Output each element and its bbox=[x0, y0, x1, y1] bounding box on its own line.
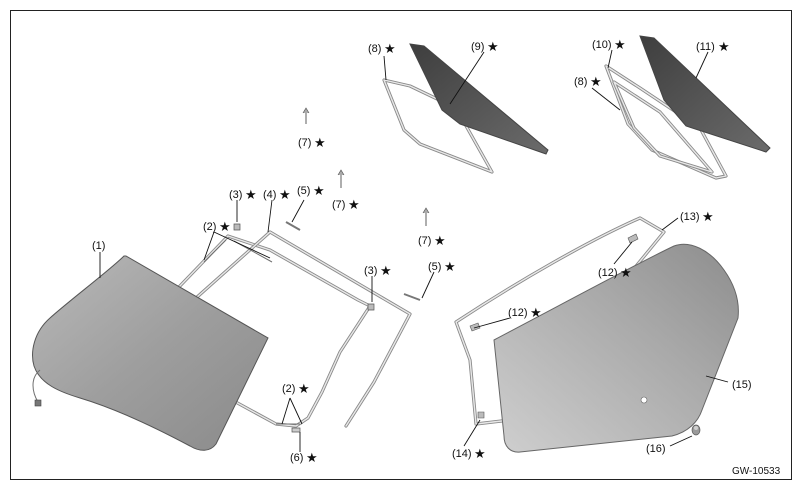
callout-7-a: (7) bbox=[298, 137, 311, 149]
star-icon: ★ bbox=[614, 38, 626, 53]
quarter-molding-right-inner bbox=[612, 80, 714, 174]
stopper-12-upper bbox=[627, 233, 639, 244]
star-icon: ★ bbox=[590, 75, 602, 90]
windshield-glass bbox=[32, 255, 269, 451]
callout-4: (4) bbox=[263, 189, 276, 201]
star-icon: ★ bbox=[702, 210, 714, 225]
callout-2-lower: (2) bbox=[282, 383, 295, 395]
stopper-12-lower bbox=[469, 322, 481, 332]
callout-11: (11) bbox=[696, 41, 715, 53]
quarter-molding-left bbox=[382, 78, 494, 174]
figure-code: GW-10533 bbox=[732, 466, 781, 477]
spacer-5-right bbox=[403, 293, 421, 301]
quarter-glass-right bbox=[639, 35, 771, 153]
callout-9: (9) bbox=[471, 41, 484, 53]
callout-2-upper: (2) bbox=[203, 221, 216, 233]
callout-3-upper: (3) bbox=[229, 189, 242, 201]
star-icon: ★ bbox=[380, 264, 392, 279]
spacer-5-left bbox=[285, 221, 301, 231]
star-icon: ★ bbox=[279, 188, 291, 203]
callout-7-c: (7) bbox=[418, 235, 431, 247]
callout-12-lower: (12) bbox=[508, 307, 528, 319]
callout-13: (13) bbox=[680, 211, 700, 223]
pin-7-c bbox=[422, 207, 430, 226]
star-icon: ★ bbox=[348, 198, 360, 213]
star-icon: ★ bbox=[384, 42, 396, 57]
callout-7-b: (7) bbox=[332, 199, 345, 211]
quarter-glass-left bbox=[409, 43, 549, 155]
star-icon: ★ bbox=[219, 220, 231, 235]
callout-5-right: (5) bbox=[428, 261, 441, 273]
callout-8-right: (8) bbox=[574, 76, 587, 88]
star-icon: ★ bbox=[487, 40, 499, 55]
callout-labels: (1) (2) ★ (2) ★ (3) ★ (3) ★ (4) ★ (5) ★ … bbox=[92, 38, 752, 466]
pin-7-b bbox=[337, 169, 345, 188]
star-icon: ★ bbox=[245, 188, 257, 203]
dam-6 bbox=[291, 427, 301, 433]
windshield-molding-upper bbox=[194, 230, 412, 428]
pin-7-a bbox=[302, 107, 310, 124]
callout-8-left: (8) bbox=[368, 43, 381, 55]
rear-window-hole bbox=[640, 396, 648, 404]
rear-window-glass bbox=[493, 243, 739, 453]
callout-12-upper: (12) bbox=[598, 267, 618, 279]
grommet-16 bbox=[691, 424, 701, 436]
callout-1: (1) bbox=[92, 240, 105, 252]
callout-14: (14) bbox=[452, 448, 472, 460]
star-icon: ★ bbox=[718, 40, 730, 55]
star-icon: ★ bbox=[314, 136, 326, 151]
star-icon: ★ bbox=[474, 447, 486, 462]
clip-3-upper bbox=[233, 223, 241, 231]
star-icon: ★ bbox=[530, 306, 542, 321]
callout-15: (15) bbox=[732, 379, 752, 391]
leader-lines bbox=[99, 49, 729, 452]
sensor-connector bbox=[34, 399, 42, 407]
star-icon: ★ bbox=[298, 382, 310, 397]
star-icon: ★ bbox=[434, 234, 446, 249]
star-icon: ★ bbox=[620, 266, 632, 281]
stopper-14 bbox=[477, 411, 485, 419]
star-icon: ★ bbox=[313, 184, 325, 199]
callout-3-lower: (3) bbox=[364, 265, 377, 277]
star-icon: ★ bbox=[444, 260, 456, 275]
quarter-molding-right-outer bbox=[604, 64, 728, 180]
star-icon: ★ bbox=[306, 451, 318, 466]
sensor-cable bbox=[32, 369, 41, 403]
callout-10: (10) bbox=[592, 39, 612, 51]
callout-6: (6) bbox=[290, 452, 303, 464]
callout-16: (16) bbox=[646, 443, 666, 455]
clip-3-lower bbox=[367, 303, 375, 311]
callout-5-left: (5) bbox=[297, 185, 310, 197]
